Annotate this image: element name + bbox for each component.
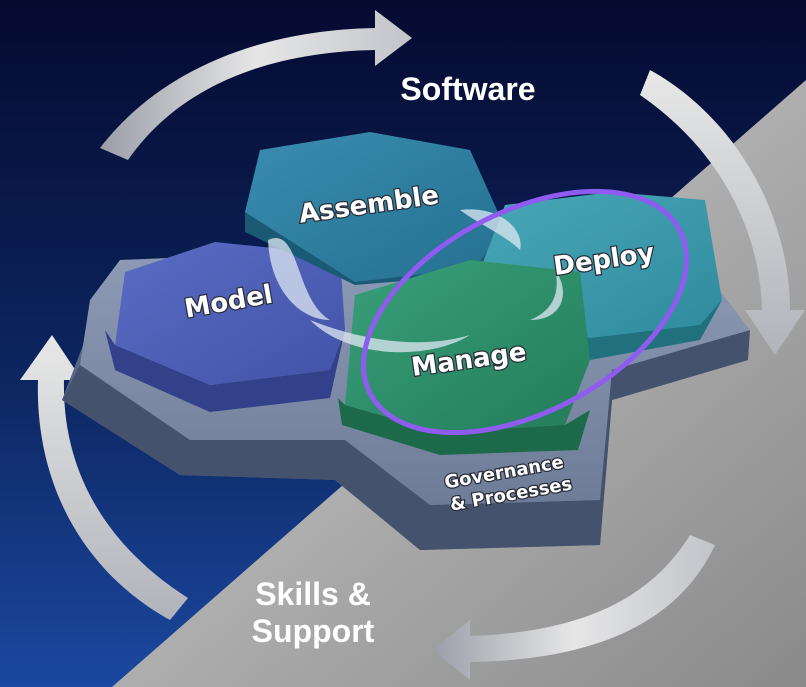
arrow-right	[640, 70, 805, 355]
cycle-arrows	[20, 10, 805, 680]
software-label: Software	[400, 71, 535, 107]
highlight-ellipse	[361, 188, 689, 436]
arrow-top	[100, 10, 412, 160]
skills-label-line2: Support	[252, 613, 375, 649]
skills-label-line1: Skills &	[255, 576, 371, 612]
hex-manage	[338, 260, 590, 455]
hex-assemble	[245, 132, 505, 285]
arrow-left	[20, 335, 188, 620]
flow-highlights	[268, 209, 563, 353]
arrow-bottom	[432, 535, 715, 680]
